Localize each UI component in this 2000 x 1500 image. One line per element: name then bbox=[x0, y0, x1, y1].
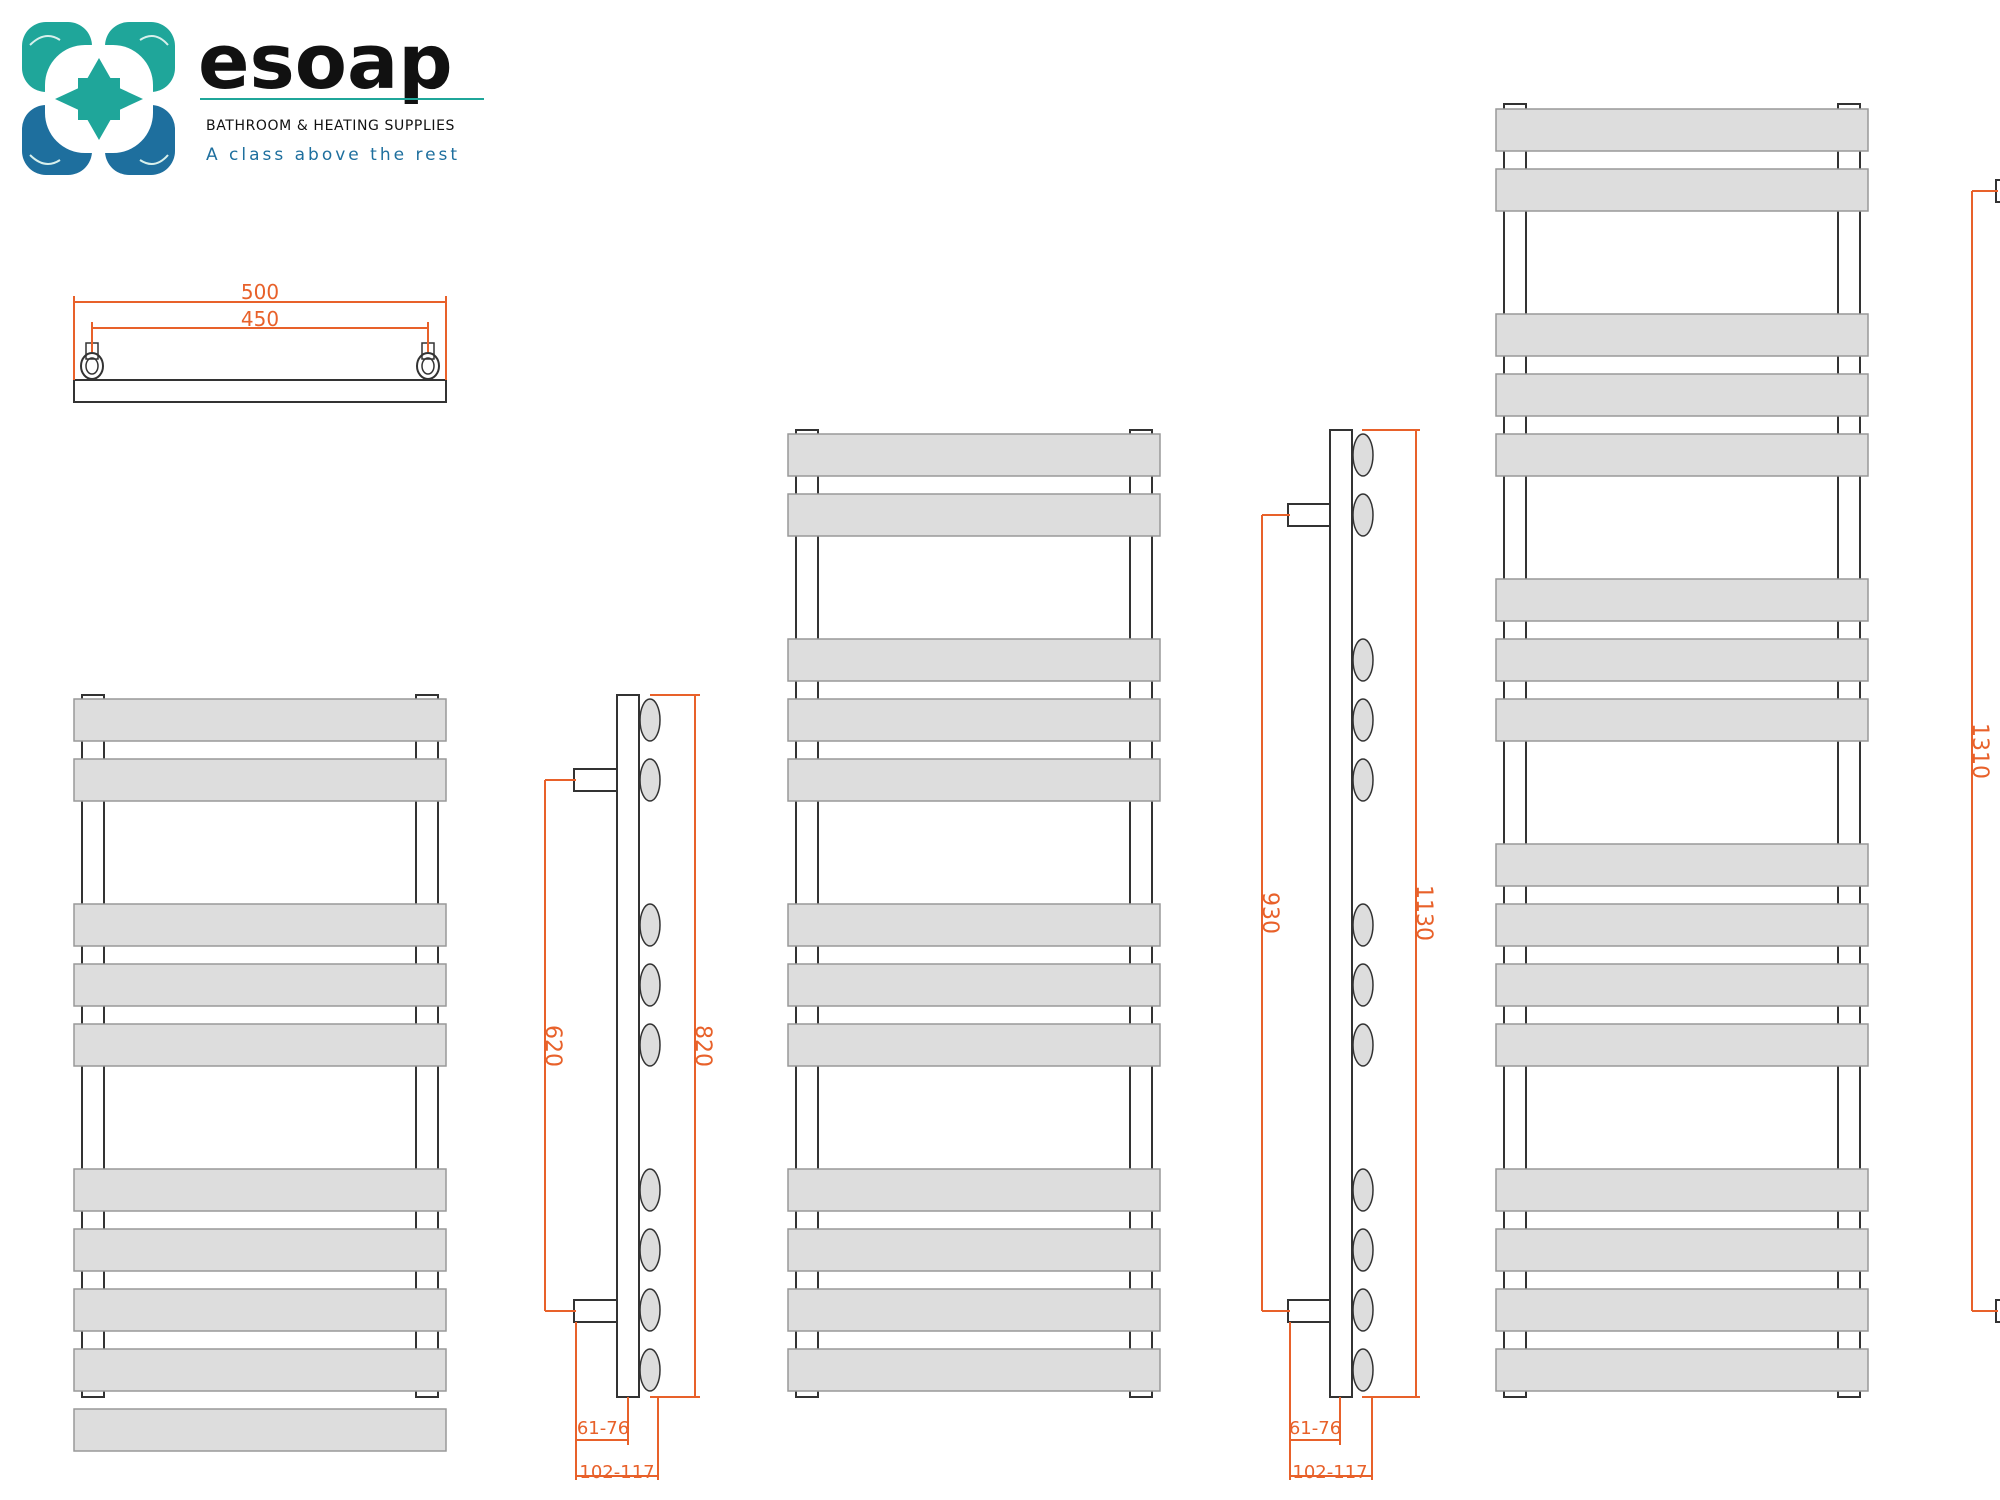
bar-profile bbox=[639, 1228, 661, 1272]
towel-bar bbox=[787, 698, 1161, 742]
towel-bar bbox=[787, 1228, 1161, 1272]
towel-bar bbox=[1495, 1023, 1869, 1067]
bar-profile bbox=[1352, 698, 1374, 742]
towel-bar bbox=[1495, 843, 1869, 887]
wall-bracket-bottom bbox=[573, 1299, 618, 1323]
towel-bar bbox=[1495, 1288, 1869, 1332]
bar-profile bbox=[1352, 963, 1374, 1007]
bar-profiles bbox=[1352, 433, 1374, 1392]
towel-bar bbox=[73, 758, 447, 802]
side-panel bbox=[1329, 429, 1353, 1398]
bar-profile bbox=[639, 1288, 661, 1332]
towel-bar bbox=[73, 1228, 447, 1272]
dim-wall-offset-820: 61-76 bbox=[577, 1418, 629, 1439]
dim-depth-1130: 102-117 bbox=[1292, 1462, 1367, 1483]
towel-bar bbox=[1495, 1348, 1869, 1392]
bar-profile bbox=[1352, 638, 1374, 682]
side-panel bbox=[616, 694, 640, 1398]
wall-bracket-top bbox=[1287, 503, 1331, 527]
towel-bar bbox=[1495, 963, 1869, 1007]
dim-pipe-centres-820: 620 bbox=[540, 1025, 565, 1067]
towel-bar bbox=[1495, 373, 1869, 417]
front-elevation-large bbox=[1495, 103, 1869, 1398]
towel-bar bbox=[73, 903, 447, 947]
logo-wordmark: esoap bbox=[198, 17, 453, 106]
towel-bar bbox=[73, 1023, 447, 1067]
bar-profiles bbox=[639, 698, 661, 1392]
side-view-820: 620 820 61-76 102-117 bbox=[540, 694, 715, 1483]
towel-bar bbox=[1495, 903, 1869, 947]
logo-mark-icon bbox=[22, 22, 175, 175]
dim-pipe-centres-1130: 930 bbox=[1257, 892, 1282, 934]
towel-bar bbox=[787, 1348, 1161, 1392]
bar-profile bbox=[639, 1348, 661, 1392]
bar-profile bbox=[1352, 493, 1374, 537]
esoap-logo: esoap BATHROOM & HEATING SUPPLIES A clas… bbox=[22, 17, 484, 175]
bar-profile bbox=[639, 963, 661, 1007]
towel-bar bbox=[1495, 1228, 1869, 1272]
front-elevation-small bbox=[73, 694, 447, 1452]
dim-wall-offset-1130: 61-76 bbox=[1289, 1418, 1341, 1439]
wall-bracket-top bbox=[573, 768, 618, 792]
pipe-right bbox=[416, 352, 440, 380]
bar-profile bbox=[1352, 1168, 1374, 1212]
bar-profile bbox=[1352, 433, 1374, 477]
pipe-left bbox=[80, 352, 104, 380]
bar-profile bbox=[1352, 1023, 1374, 1067]
right-rail bbox=[1837, 103, 1861, 1398]
bar-profile bbox=[1352, 903, 1374, 947]
logo-tagline: A class above the rest bbox=[206, 145, 460, 165]
bar-profile bbox=[639, 1023, 661, 1067]
side-view-1130: 930 1130 61-76 102-117 bbox=[1257, 429, 1436, 1483]
towel-bar bbox=[787, 963, 1161, 1007]
bar-profile bbox=[639, 1168, 661, 1212]
dim-overall-height-1310: 1310 bbox=[1967, 723, 1992, 779]
logo-subtitle: BATHROOM & HEATING SUPPLIES bbox=[206, 118, 455, 134]
bar-profile bbox=[1352, 1348, 1374, 1392]
towel-bar bbox=[1495, 578, 1869, 622]
dim-pipe-centres: 450 bbox=[241, 307, 279, 331]
towel-bar bbox=[787, 638, 1161, 682]
towel-bar bbox=[1495, 168, 1869, 212]
towel-bar bbox=[787, 1288, 1161, 1332]
side-view-1310: 1310 bbox=[1967, 179, 2000, 1323]
towel-bar bbox=[1495, 698, 1869, 742]
towel-bar bbox=[73, 1348, 447, 1392]
towel-bar bbox=[787, 903, 1161, 947]
dim-depth-820: 102-117 bbox=[579, 1462, 654, 1483]
towel-bar bbox=[787, 1023, 1161, 1067]
bar-profile bbox=[1352, 758, 1374, 802]
towel-bar bbox=[73, 1288, 447, 1332]
towel-bar bbox=[787, 493, 1161, 537]
towel-bar bbox=[1495, 433, 1869, 477]
bar-profile bbox=[1352, 1288, 1374, 1332]
bar-profile bbox=[639, 758, 661, 802]
towel-bar bbox=[1495, 1168, 1869, 1212]
towel-bar bbox=[73, 963, 447, 1007]
towel-bar bbox=[787, 758, 1161, 802]
towel-bar bbox=[1495, 638, 1869, 682]
bar-profile bbox=[639, 903, 661, 947]
bar-profile bbox=[639, 698, 661, 742]
top-view-bar bbox=[73, 379, 447, 403]
towel-bar bbox=[73, 1408, 447, 1452]
left-rail bbox=[1503, 103, 1527, 1398]
wall-bracket-bottom bbox=[1287, 1299, 1331, 1323]
towel-bar bbox=[787, 433, 1161, 477]
towel-bar bbox=[73, 1168, 447, 1212]
top-view: 500 450 bbox=[73, 280, 447, 403]
front-elevation-medium bbox=[787, 429, 1161, 1398]
dim-overall-height-1130: 1130 bbox=[1411, 885, 1436, 941]
towel-bar bbox=[1495, 108, 1869, 152]
towel-bar bbox=[1495, 313, 1869, 357]
towel-bar bbox=[787, 1168, 1161, 1212]
towel-bar bbox=[73, 698, 447, 742]
dim-overall-width: 500 bbox=[241, 280, 279, 304]
dim-overall-height-820: 820 bbox=[690, 1025, 715, 1067]
bar-profile bbox=[1352, 1228, 1374, 1272]
